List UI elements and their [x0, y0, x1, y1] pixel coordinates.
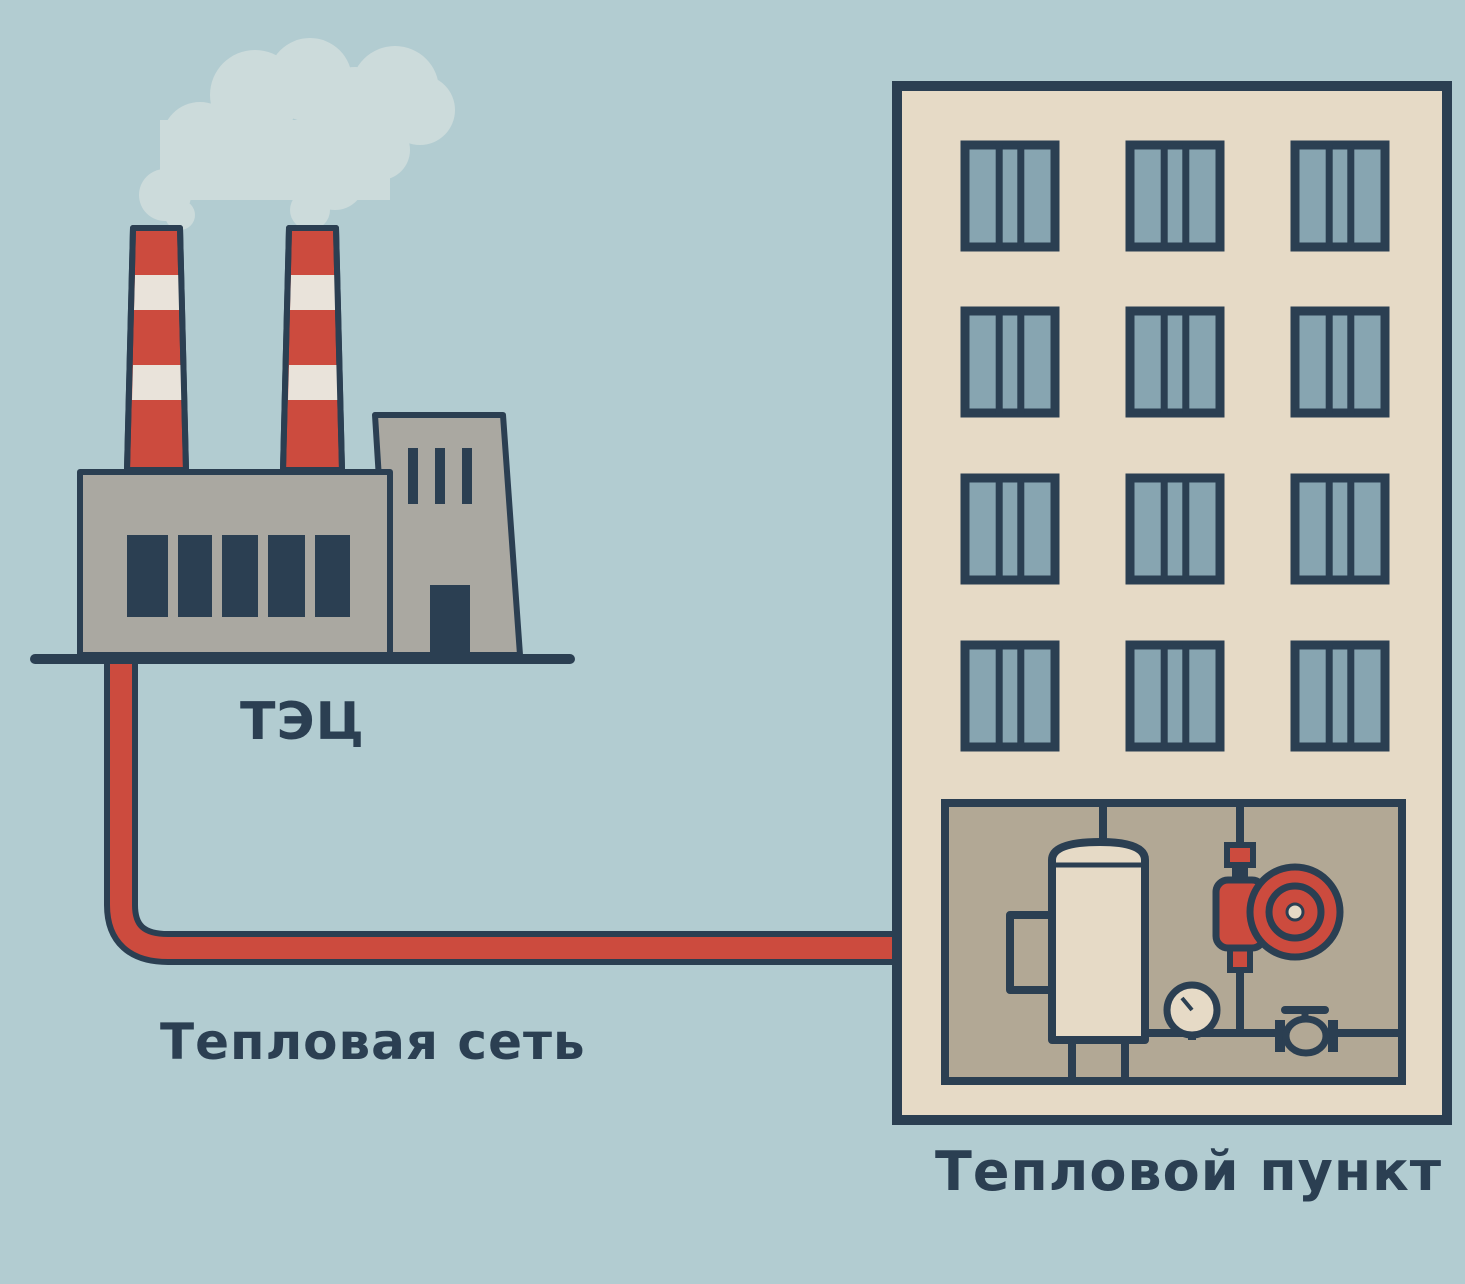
window — [1125, 640, 1225, 752]
heating-network-pipe — [104, 664, 1010, 965]
valve — [1275, 1006, 1338, 1057]
pressure-gauge — [1163, 981, 1221, 1040]
heating-network-label: Тепловая сеть — [160, 1013, 586, 1071]
smoke-cloud — [139, 38, 455, 230]
plant-main-hall — [77, 469, 393, 658]
plant-label: ТЭЦ — [240, 692, 365, 752]
heat-substation-label: Тепловой пункт — [935, 1140, 1443, 1203]
window — [960, 306, 1060, 418]
window — [1290, 473, 1390, 585]
window — [1125, 140, 1225, 252]
window — [1290, 640, 1390, 752]
window — [1125, 473, 1225, 585]
window — [1290, 140, 1390, 252]
window — [960, 640, 1060, 752]
window — [1125, 306, 1225, 418]
chimney-right — [280, 225, 345, 473]
plant-tower — [372, 412, 523, 658]
window — [960, 140, 1060, 252]
window — [1290, 306, 1390, 418]
window — [960, 473, 1060, 585]
chimney-left — [124, 225, 189, 473]
heat-exchanger-tank — [1006, 838, 1149, 1044]
circulation-pump — [1212, 842, 1344, 973]
building-windows — [960, 140, 1390, 752]
